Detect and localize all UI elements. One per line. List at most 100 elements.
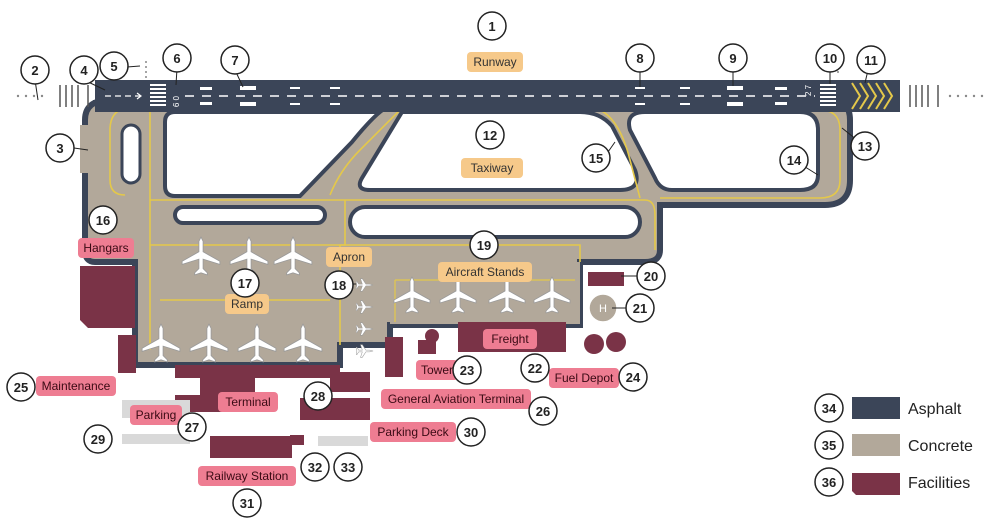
svg-text:Hangars: Hangars <box>83 241 128 255</box>
railway-station-building <box>210 436 292 458</box>
label-freight: Freight <box>483 329 537 349</box>
legend-swatch-facilities <box>852 473 900 495</box>
runway: 0 9 2 7 <box>16 61 984 112</box>
callout-number: 27 <box>185 420 199 435</box>
label-fuel-depot: Fuel Depot <box>549 368 619 388</box>
ga-terminal-building <box>385 337 403 377</box>
callout-circle <box>477 11 507 41</box>
callout-number: 7 <box>231 53 238 68</box>
callout-2: 2 <box>20 55 50 85</box>
callout-circle <box>303 381 333 411</box>
callout-16: 16 <box>88 205 118 235</box>
callout-number: 1 <box>488 19 495 34</box>
feature-labels: Runway Taxiway Apron Aircraft Stands Ram… <box>36 52 619 486</box>
callout-circle <box>162 43 192 73</box>
callout-circle <box>69 55 99 85</box>
label-hangars: Hangars <box>78 238 134 258</box>
label-parking: Parking <box>130 405 182 425</box>
callout-28: 28 <box>303 381 333 411</box>
callout-30: 30 <box>456 417 486 447</box>
callout-number: 12 <box>483 128 497 143</box>
svg-text:Fuel Depot: Fuel Depot <box>555 371 614 385</box>
small-building-32 <box>290 435 304 445</box>
callout-21: 21 <box>625 293 655 323</box>
callout-circle <box>850 131 880 161</box>
callout-number: 3 <box>56 141 63 156</box>
callout-10: 10 <box>815 43 845 73</box>
helipad-letter: H <box>599 303 607 315</box>
callout-circle <box>45 133 75 163</box>
svg-text:Freight: Freight <box>491 332 529 346</box>
callout-31: 31 <box>232 488 262 518</box>
svg-text:35: 35 <box>822 438 836 453</box>
callout-circle <box>20 55 50 85</box>
label-parking-deck: Parking Deck <box>370 422 456 442</box>
legend-item-asphalt: 34 Asphalt <box>814 393 962 423</box>
callout-11: 11 <box>856 45 886 75</box>
callout-number: 17 <box>238 276 252 291</box>
callout-3: 3 <box>45 133 75 163</box>
callout-19: 19 <box>469 230 499 260</box>
callout-number: 33 <box>341 460 355 475</box>
label-terminal: Terminal <box>218 392 278 412</box>
svg-text:2 7: 2 7 <box>804 84 813 96</box>
callout-27: 27 <box>177 412 207 442</box>
callout-22: 22 <box>520 353 550 383</box>
svg-text:34: 34 <box>822 401 837 416</box>
callout-number: 23 <box>460 363 474 378</box>
svg-text:36: 36 <box>822 475 836 490</box>
svg-text:Railway Station: Railway Station <box>206 469 289 483</box>
callout-number: 10 <box>823 51 837 66</box>
callout-circle <box>88 205 118 235</box>
callout-13: 13 <box>850 131 880 161</box>
callout-number: 26 <box>536 404 550 419</box>
callout-6: 6 <box>162 43 192 73</box>
callout-26: 26 <box>528 396 558 426</box>
callout-circle <box>815 43 845 73</box>
callout-number: 13 <box>858 139 872 154</box>
callout-circle <box>300 452 330 482</box>
fuel-tank-2 <box>606 332 626 352</box>
callout-number: 9 <box>729 51 736 66</box>
callout-number: 24 <box>626 370 641 385</box>
tower-base <box>418 340 436 354</box>
svg-text:Apron: Apron <box>333 250 365 264</box>
legend: 34 Asphalt 35 Concrete 36 Facilities <box>814 393 973 497</box>
callout-circle <box>779 145 809 175</box>
callout-15: 15 <box>581 143 611 173</box>
callout-number: 15 <box>589 151 603 166</box>
callout-5: 5 <box>99 51 129 81</box>
callout-circle <box>520 353 550 383</box>
callout-circle <box>636 261 666 291</box>
callout-number: 18 <box>332 278 346 293</box>
callout-4: 4 <box>69 55 99 85</box>
callout-number: 30 <box>464 425 478 440</box>
callout-8: 8 <box>625 43 655 73</box>
callout-circle <box>99 51 129 81</box>
callout-circle <box>83 424 113 454</box>
callout-circle <box>324 270 354 300</box>
callout-33: 33 <box>333 452 363 482</box>
svg-text:Runway: Runway <box>473 55 516 69</box>
hangars-building <box>80 266 135 328</box>
callout-circle <box>220 45 250 75</box>
callout-number: 11 <box>864 53 878 68</box>
callout-circle <box>232 488 262 518</box>
callout-25: 25 <box>6 372 36 402</box>
callout-circle <box>625 293 655 323</box>
callout-number: 2 <box>31 63 38 78</box>
svg-text:Asphalt: Asphalt <box>908 401 962 418</box>
callout-32: 32 <box>300 452 330 482</box>
callout-29: 29 <box>83 424 113 454</box>
callout-number: 25 <box>14 380 28 395</box>
label-taxiway: Taxiway <box>461 158 523 178</box>
callout-number: 14 <box>787 153 802 168</box>
tower-top <box>425 329 439 343</box>
callout-number: 6 <box>173 51 180 66</box>
callout-9: 9 <box>718 43 748 73</box>
callout-18: 18 <box>324 270 354 300</box>
svg-text:0 9: 0 9 <box>171 96 180 108</box>
callout-circle <box>177 412 207 442</box>
